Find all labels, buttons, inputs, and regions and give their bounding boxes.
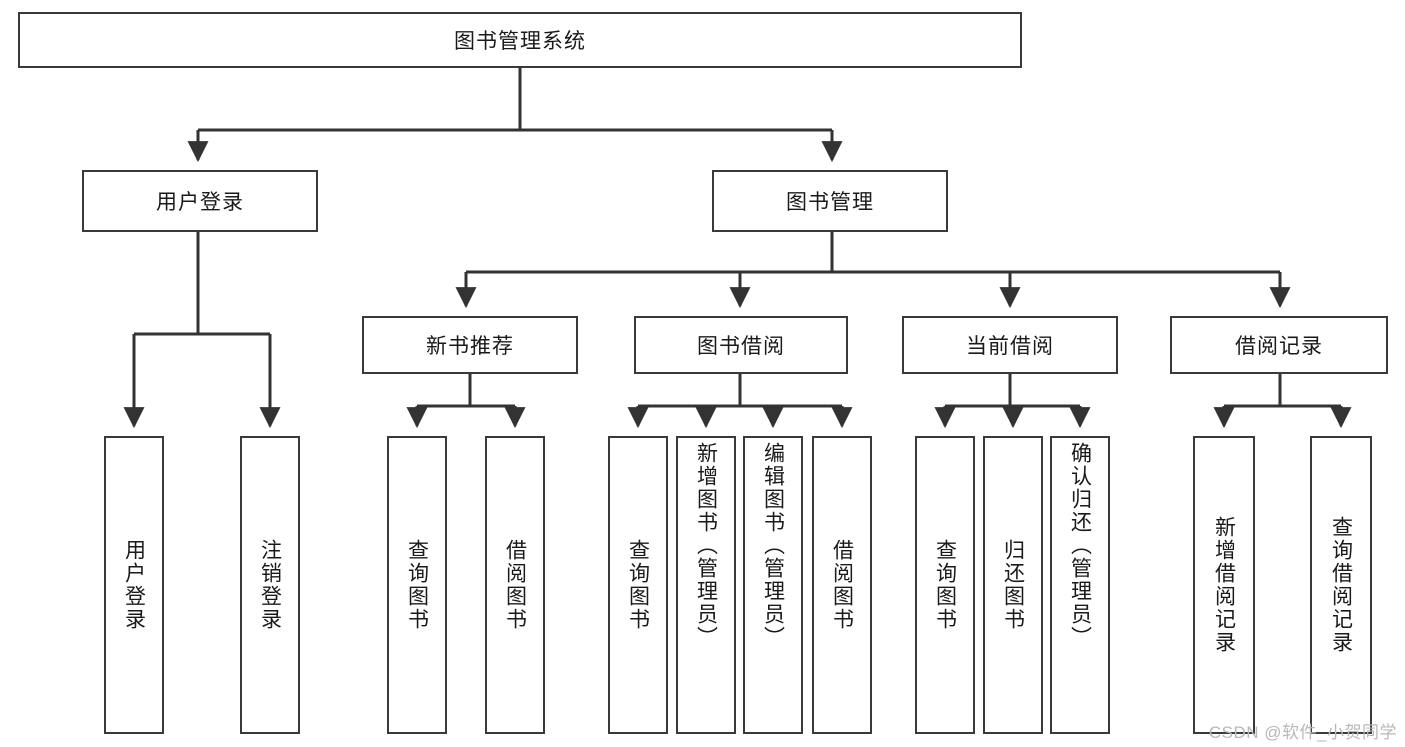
node-label: 查询图书 (405, 539, 429, 631)
node-label: 确认归还（管理员） (1068, 442, 1092, 649)
node-label: 注销登录 (258, 539, 282, 631)
node-label: 借阅记录 (1235, 335, 1323, 358)
node-leaf-user-login[interactable]: 用户登录 (104, 436, 164, 734)
node-label: 当前借阅 (966, 335, 1054, 358)
node-leaf-add-record[interactable]: 新增借阅记录 (1193, 436, 1255, 734)
node-label: 用户登录 (122, 539, 146, 631)
node-new-book-recommend[interactable]: 新书推荐 (362, 316, 578, 374)
node-leaf-borrow-book-2[interactable]: 借阅图书 (812, 436, 872, 734)
node-book-manage[interactable]: 图书管理 (712, 170, 948, 232)
node-label: 图书管理系统 (454, 30, 586, 53)
node-leaf-borrow-book-1[interactable]: 借阅图书 (485, 436, 545, 734)
node-leaf-query-book-1[interactable]: 查询图书 (387, 436, 447, 734)
node-user-login[interactable]: 用户登录 (82, 170, 318, 232)
node-label: 新增图书（管理员） (694, 442, 718, 649)
node-leaf-user-logout[interactable]: 注销登录 (240, 436, 300, 734)
node-label: 借阅图书 (830, 539, 854, 631)
node-leaf-return-book[interactable]: 归还图书 (983, 436, 1043, 734)
node-leaf-confirm-return[interactable]: 确认归还（管理员） (1050, 436, 1110, 734)
node-label: 查询图书 (626, 539, 650, 631)
node-root-book-management-system[interactable]: 图书管理系统 (18, 12, 1022, 68)
node-borrow-record[interactable]: 借阅记录 (1170, 316, 1388, 374)
node-leaf-query-record[interactable]: 查询借阅记录 (1310, 436, 1372, 734)
node-current-borrow[interactable]: 当前借阅 (902, 316, 1118, 374)
node-label: 借阅图书 (503, 539, 527, 631)
node-leaf-query-book-2[interactable]: 查询图书 (608, 436, 668, 734)
node-book-borrow[interactable]: 图书借阅 (634, 316, 848, 374)
watermark: CSDN @软件_小贺同学 (1208, 723, 1397, 742)
node-label: 查询图书 (933, 539, 957, 631)
node-label: 新增借阅记录 (1212, 516, 1236, 654)
node-label: 编辑图书（管理员） (761, 442, 785, 649)
node-leaf-add-book[interactable]: 新增图书（管理员） (676, 436, 736, 734)
node-label: 归还图书 (1001, 539, 1025, 631)
node-label: 新书推荐 (426, 335, 514, 358)
node-label: 图书借阅 (697, 335, 785, 358)
node-label: 图书管理 (786, 191, 874, 214)
node-leaf-query-book-3[interactable]: 查询图书 (915, 436, 975, 734)
node-label: 查询借阅记录 (1329, 516, 1353, 654)
node-label: 用户登录 (156, 191, 244, 214)
node-leaf-edit-book[interactable]: 编辑图书（管理员） (743, 436, 803, 734)
